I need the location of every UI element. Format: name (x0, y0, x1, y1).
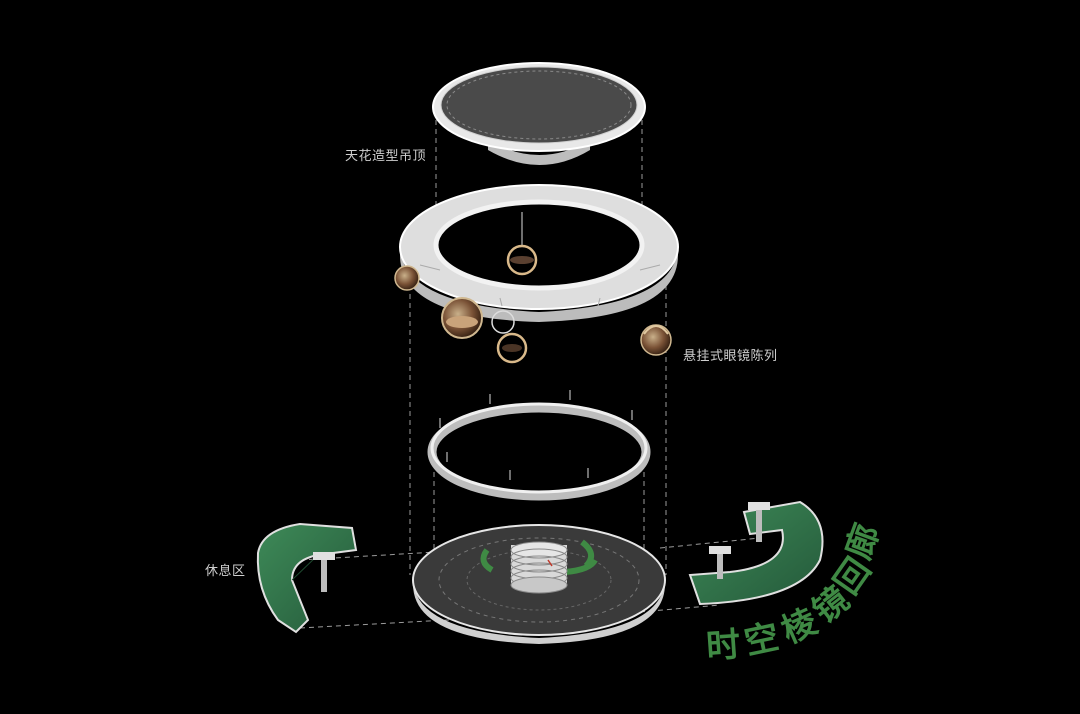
table-post (717, 553, 723, 579)
table-post (756, 510, 762, 542)
ceiling-label: 天花造型吊顶 (345, 149, 427, 164)
orb (394, 265, 420, 291)
orb (496, 332, 528, 364)
middle-ring (427, 390, 651, 501)
rest-area-label: 休息区 (205, 564, 246, 579)
table-post (321, 560, 327, 592)
central-stack (510, 541, 568, 594)
title-char-1: 时 (704, 624, 742, 668)
left-bench (256, 522, 358, 634)
ceiling-disc (432, 62, 646, 165)
right-bench (688, 500, 824, 606)
orb (491, 310, 515, 334)
orb (506, 244, 538, 276)
hanging-ring (399, 184, 679, 322)
hanging-orbs (394, 212, 672, 364)
orb (640, 324, 672, 356)
hanging-display-label: 悬挂式眼镜陈列 (683, 349, 778, 364)
